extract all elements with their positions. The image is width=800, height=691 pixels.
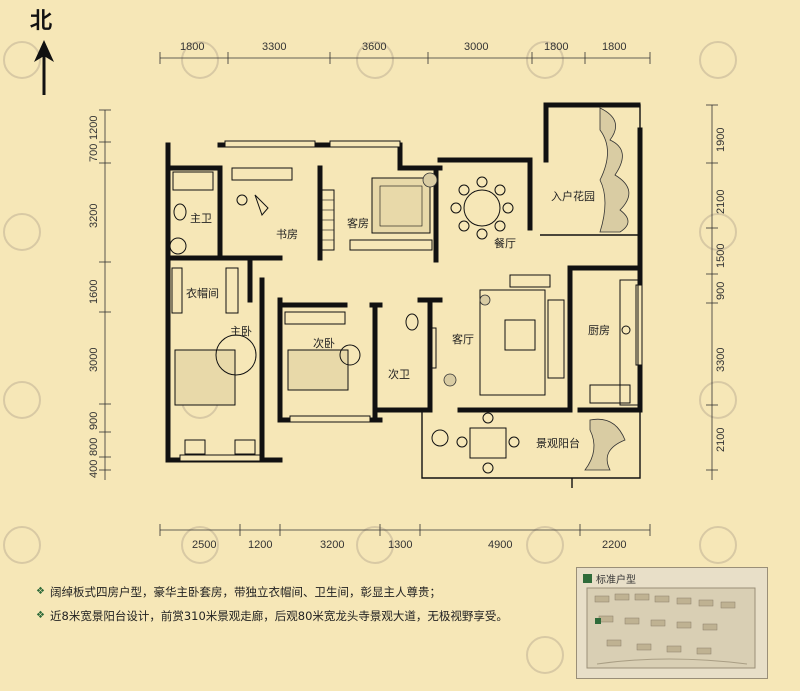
left-dim-8: 400 xyxy=(88,460,100,478)
plants xyxy=(422,107,630,471)
watermark xyxy=(3,41,737,674)
room-label-dining: 餐厅 xyxy=(494,236,516,250)
right-dim-3: 1500 xyxy=(715,244,727,268)
right-dim-1: 1900 xyxy=(715,128,727,152)
room-label-second-bath: 次卫 xyxy=(388,367,410,381)
top-dim-3: 3600 xyxy=(362,41,386,53)
inset-label: 标准户型 xyxy=(583,571,636,586)
north-label: 北 xyxy=(30,9,52,34)
walls xyxy=(165,102,643,463)
top-dim-2: 3300 xyxy=(262,41,286,53)
room-label-master-bedroom: 主卧 xyxy=(230,325,252,338)
right-dim-4: 900 xyxy=(715,282,727,300)
legend-swatch xyxy=(583,574,592,583)
site-plan-inset: 标准户型 xyxy=(576,567,768,679)
top-dim-6: 1800 xyxy=(602,41,626,53)
top-dimension-labels: 1800 3300 3600 3000 1800 1800 xyxy=(180,41,626,53)
right-dim-6: 2100 xyxy=(715,428,727,452)
top-dimension-line xyxy=(159,52,651,64)
right-dimension-labels: 1900 2100 1500 900 3300 2100 xyxy=(715,128,727,452)
room-label-study: 书房 xyxy=(276,228,298,241)
top-dim-4: 3000 xyxy=(464,41,488,53)
right-dimension-line xyxy=(706,104,718,480)
north-arrow: 北 xyxy=(30,9,54,95)
bottom-dim-2: 1200 xyxy=(248,539,272,551)
feature-note-text: 近8米宽景阳台设计，前赏310米景观走廊，后观80米宽龙头寺景观大道，无极视野享… xyxy=(50,609,508,623)
top-dim-1: 1800 xyxy=(180,41,204,53)
furniture xyxy=(169,167,639,474)
balcony-outline xyxy=(421,104,641,488)
top-dim-5: 1800 xyxy=(544,41,568,53)
leaf-bullet-icon: ❖ xyxy=(36,610,45,621)
right-dim-5: 3300 xyxy=(715,348,727,372)
bottom-dim-5: 4900 xyxy=(488,539,512,551)
left-dim-2: 700 xyxy=(88,144,100,162)
windows xyxy=(179,140,643,462)
room-label-entry-garden: 入户花园 xyxy=(551,189,595,203)
room-label-view-balcony: 景观阳台 xyxy=(536,436,580,450)
right-dim-2: 2100 xyxy=(715,190,727,214)
left-dim-4: 1600 xyxy=(88,280,100,304)
inset-label-text: 标准户型 xyxy=(596,575,636,586)
feature-note-text: 阔绰板式四房户型，豪华主卧套房，带独立衣帽间、卫生间，彰显主人尊贵； xyxy=(50,585,441,599)
feature-note-item: ❖ 阔绰板式四房户型，豪华主卧套房，带独立衣帽间、卫生间，彰显主人尊贵； xyxy=(36,584,576,600)
room-label-guest-room: 客房 xyxy=(347,216,369,230)
left-dim-1: 1200 xyxy=(88,116,100,140)
bottom-dim-4: 1300 xyxy=(388,539,412,551)
bottom-dim-3: 3200 xyxy=(320,539,344,551)
bottom-dimension-line xyxy=(159,524,651,536)
left-dim-5: 3000 xyxy=(88,348,100,372)
site-plan-map xyxy=(586,587,756,669)
bottom-dim-1: 2500 xyxy=(192,539,216,551)
left-dim-3: 3200 xyxy=(88,204,100,228)
left-dim-6: 900 xyxy=(88,412,100,430)
room-label-cloakroom: 衣帽间 xyxy=(186,286,219,300)
left-dimension-labels: 1200 700 3200 1600 3000 900 800 400 xyxy=(88,116,100,478)
room-label-second-bedroom: 次卧 xyxy=(313,336,335,350)
feature-note-item: ❖ 近8米宽景阳台设计，前赏310米景观走廊，后观80米宽龙头寺景观大道，无极视… xyxy=(36,608,576,624)
leaf-bullet-icon: ❖ xyxy=(36,586,45,597)
bottom-dimension-labels: 2500 1200 3200 1300 4900 2200 xyxy=(192,539,626,551)
room-label-kitchen: 厨房 xyxy=(588,324,610,337)
room-label-master-bath: 主卫 xyxy=(190,212,212,225)
feature-notes: ❖ 阔绰板式四房户型，豪华主卧套房，带独立衣帽间、卫生间，彰显主人尊贵； ❖ 近… xyxy=(36,584,576,632)
left-dim-7: 800 xyxy=(88,438,100,456)
room-label-living-room: 客厅 xyxy=(452,332,474,346)
left-dimension-line xyxy=(99,109,111,480)
bottom-dim-6: 2200 xyxy=(602,539,626,551)
room-labels: 主卫 书房 客房 餐厅 入户花园 衣帽间 主卧 次卧 次卫 客厅 厨房 景观阳台 xyxy=(186,189,610,450)
